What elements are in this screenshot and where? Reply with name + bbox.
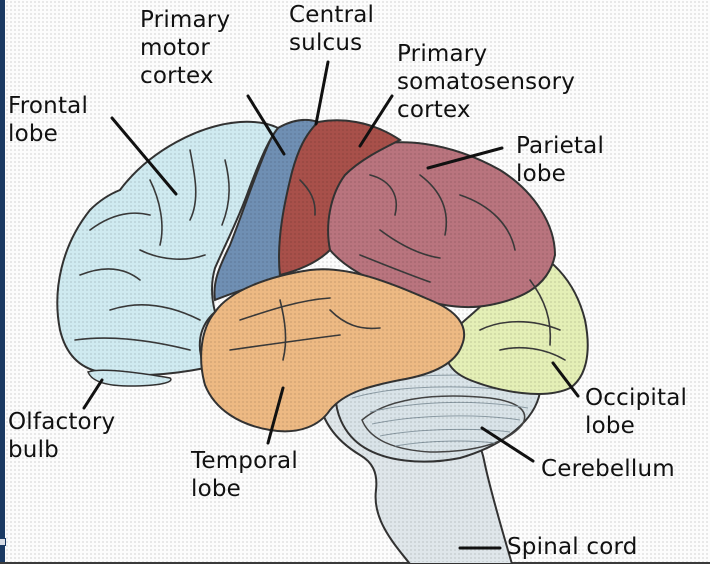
label-occipital-lobe: Occipital lobe xyxy=(585,384,687,440)
label-line: Parietal xyxy=(516,133,605,159)
label-line: bulb xyxy=(8,437,59,463)
leader-occipital-lobe xyxy=(551,361,580,398)
olfactory-bulb-region xyxy=(87,369,172,387)
leader-parietal-lobe xyxy=(426,146,504,170)
label-line: somatosensory xyxy=(397,69,576,95)
label-line: cortex xyxy=(397,97,471,123)
leader-temporal-lobe xyxy=(266,386,285,445)
label-line: cortex xyxy=(140,63,214,89)
leader-cerebellum xyxy=(480,426,535,463)
label-line: Spinal cord xyxy=(507,534,638,560)
label-line: motor xyxy=(140,35,211,61)
leader-primary-somatosensory-cortex xyxy=(358,94,394,148)
brain-folds xyxy=(74,149,566,361)
label-primary-motor-cortex: Primary motor cortex xyxy=(140,6,230,90)
label-line: Temporal xyxy=(191,448,298,474)
left-frame-bar xyxy=(0,0,5,564)
label-temporal-lobe: Temporal lobe xyxy=(191,447,298,503)
label-frontal-lobe: Frontal lobe xyxy=(8,92,88,148)
leader-central-sulcus xyxy=(314,60,330,126)
label-line: Cerebellum xyxy=(541,456,675,482)
label-line: sulcus xyxy=(289,30,363,56)
bottom-frame-bar xyxy=(0,562,710,564)
label-olfactory-bulb: Olfactory bulb xyxy=(8,408,115,464)
label-line: lobe xyxy=(585,413,636,439)
label-line: lobe xyxy=(516,161,567,187)
temporal-lobe-region xyxy=(200,268,466,433)
label-line: Primary xyxy=(397,41,488,67)
label-line: Frontal xyxy=(8,93,89,119)
label-line: Olfactory xyxy=(8,409,116,435)
label-line: lobe xyxy=(8,121,59,147)
label-parietal-lobe: Parietal lobe xyxy=(516,132,604,188)
label-line: Central xyxy=(289,2,375,28)
label-cerebellum: Cerebellum xyxy=(541,455,675,483)
leader-olfactory-bulb xyxy=(82,378,104,410)
label-line: Occipital xyxy=(585,385,688,411)
leader-primary-motor-cortex xyxy=(246,94,286,156)
leader-lines xyxy=(82,60,580,550)
label-central-sulcus: Central sulcus xyxy=(289,1,374,57)
cerebellum-inner-fold xyxy=(361,395,526,453)
label-primary-somatosensory-cortex: Primary somatosensory cortex xyxy=(397,40,575,124)
leader-frontal-lobe xyxy=(110,116,178,196)
label-line: Primary xyxy=(140,7,231,33)
label-spinal-cord: Spinal cord xyxy=(507,533,638,561)
frame-handle xyxy=(0,538,6,546)
label-line: lobe xyxy=(191,476,242,502)
